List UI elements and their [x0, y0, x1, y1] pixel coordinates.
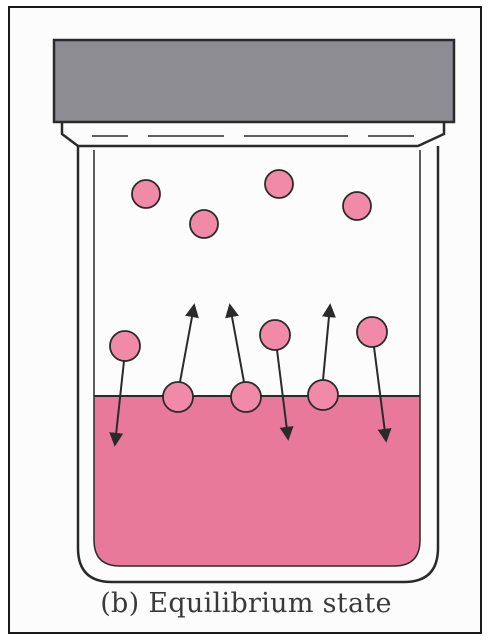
evaporating-arrow — [230, 306, 244, 382]
evaporating-molecule — [308, 380, 338, 410]
figure-caption: (b) Equilibrium state — [0, 588, 492, 619]
evaporating-molecule — [163, 382, 193, 412]
condensing-molecule — [357, 317, 387, 347]
evaporating-arrow — [180, 306, 194, 382]
vapor-molecule — [343, 192, 371, 220]
vapor-molecule — [265, 170, 293, 198]
condensing-molecule — [110, 331, 140, 361]
jar-lid — [54, 40, 454, 122]
condensing-molecule — [260, 320, 290, 350]
evaporating-arrow — [323, 306, 330, 380]
vapor-molecule — [132, 180, 160, 208]
jar-rim — [62, 122, 444, 146]
liquid — [94, 396, 420, 566]
vapor-molecule — [190, 210, 218, 238]
evaporating-molecule — [231, 382, 261, 412]
